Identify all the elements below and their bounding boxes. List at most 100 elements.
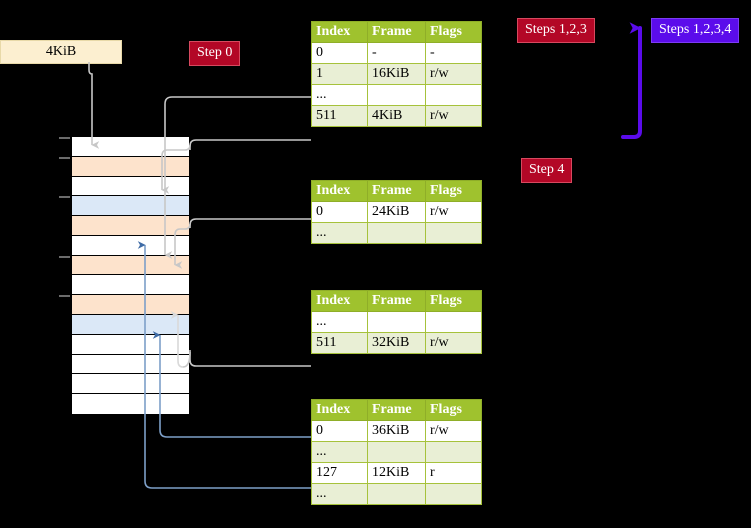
physical-memory-column (59, 136, 190, 415)
table-header-flags: Flags (425, 180, 482, 202)
table-row: ... (311, 222, 482, 244)
table-cell: 12KiB (367, 462, 426, 484)
table-cell: 4KiB (367, 105, 426, 127)
table-cell: - (425, 42, 482, 64)
memory-frame-row (72, 315, 189, 335)
wire-t0-511-out (189, 139, 311, 150)
table-cell (367, 483, 426, 505)
table-header-frame: Frame (367, 21, 426, 43)
table-cell (367, 311, 426, 333)
wire-page-to-memory (88, 62, 100, 149)
table-cell (425, 483, 482, 505)
memory-frame-tick (59, 295, 70, 298)
table-cell (425, 222, 482, 244)
table-cell (425, 84, 482, 106)
badge-step-0-label: Step 0 (197, 45, 233, 60)
table-header-flags: Flags (425, 21, 482, 43)
table-row: ... (311, 483, 482, 505)
table-cell (425, 311, 482, 333)
table-cell (367, 441, 426, 463)
badge-steps-123: Steps 1,2,3 (517, 18, 595, 43)
table-cell: ... (311, 441, 368, 463)
memory-frame-row (59, 295, 189, 316)
table-cell: r/w (425, 332, 482, 354)
table-header-flags: Flags (425, 290, 482, 312)
memory-frame-row (72, 235, 189, 256)
table-cell: ... (311, 222, 368, 244)
page-frame-label: 4KiB (45, 44, 77, 59)
table-header-frame: Frame (367, 180, 426, 202)
table-row: ... (311, 84, 482, 106)
badge-steps-1234-label: Steps 1,2,3,4 (659, 22, 732, 37)
table-cell: 16KiB (367, 63, 426, 85)
memory-frame-row (72, 334, 189, 355)
table-cell: 127 (311, 462, 368, 484)
memory-guide-line (138, 137, 139, 414)
table-header-flags: Flags (425, 399, 482, 421)
memory-frame-row (72, 275, 189, 296)
memory-frame-row (72, 176, 189, 197)
table-cell (367, 222, 426, 244)
table-row: 0-- (311, 42, 482, 64)
table-cell: 32KiB (367, 332, 426, 354)
table-row: ... (311, 441, 482, 463)
table-cell: ... (311, 311, 368, 333)
memory-frame-tick (59, 196, 70, 199)
table-cell: r/w (425, 63, 482, 85)
table-cell: ... (311, 84, 368, 106)
table-cell: 511 (311, 332, 368, 354)
wire-t1-0-out (189, 218, 311, 228)
memory-frame-row (59, 137, 189, 157)
table-cell (367, 84, 426, 106)
table-cell: r/w (425, 201, 482, 223)
table-header-index: Index (311, 180, 368, 202)
wire-t2-511-out (189, 350, 311, 367)
memory-frame-row (72, 374, 189, 395)
memory-frame-row (59, 156, 189, 177)
table-cell: r (425, 462, 482, 484)
memory-frame-tick (59, 156, 70, 159)
table-header-index: Index (311, 399, 368, 421)
table-cell: - (367, 42, 426, 64)
badge-step-4: Step 4 (521, 158, 573, 183)
memory-frame-row (59, 196, 189, 217)
table-cell: ... (311, 483, 368, 505)
table-header-index: Index (311, 21, 368, 43)
memory-frame-tick (59, 137, 70, 139)
table-header-frame: Frame (367, 399, 426, 421)
table-header-index: Index (311, 290, 368, 312)
table-row: ... (311, 311, 482, 333)
memory-frame-row (59, 255, 189, 276)
memory-frame-tick (59, 255, 70, 258)
table-cell: 1 (311, 63, 368, 85)
badge-steps-1234: Steps 1,2,3,4 (651, 18, 740, 43)
table-cell: 0 (311, 42, 368, 64)
purple-return-arrow (621, 22, 642, 139)
page-frame-box: 4KiB (0, 40, 122, 64)
badge-steps-123-label: Steps 1,2,3 (525, 22, 587, 37)
table-cell: 511 (311, 105, 368, 127)
memory-frame-row (72, 354, 189, 375)
table-cell: 24KiB (367, 201, 426, 223)
table-cell: r/w (425, 420, 482, 442)
table-cell: 0 (311, 201, 368, 223)
memory-frame-row (72, 216, 189, 236)
table-cell (425, 441, 482, 463)
badge-step-0: Step 0 (189, 41, 241, 66)
memory-frame-row (72, 394, 189, 414)
table-cell: 0 (311, 420, 368, 442)
badge-step-4-label: Step 4 (529, 162, 565, 177)
table-cell: 36KiB (367, 420, 426, 442)
memory-guide-line (120, 137, 121, 414)
